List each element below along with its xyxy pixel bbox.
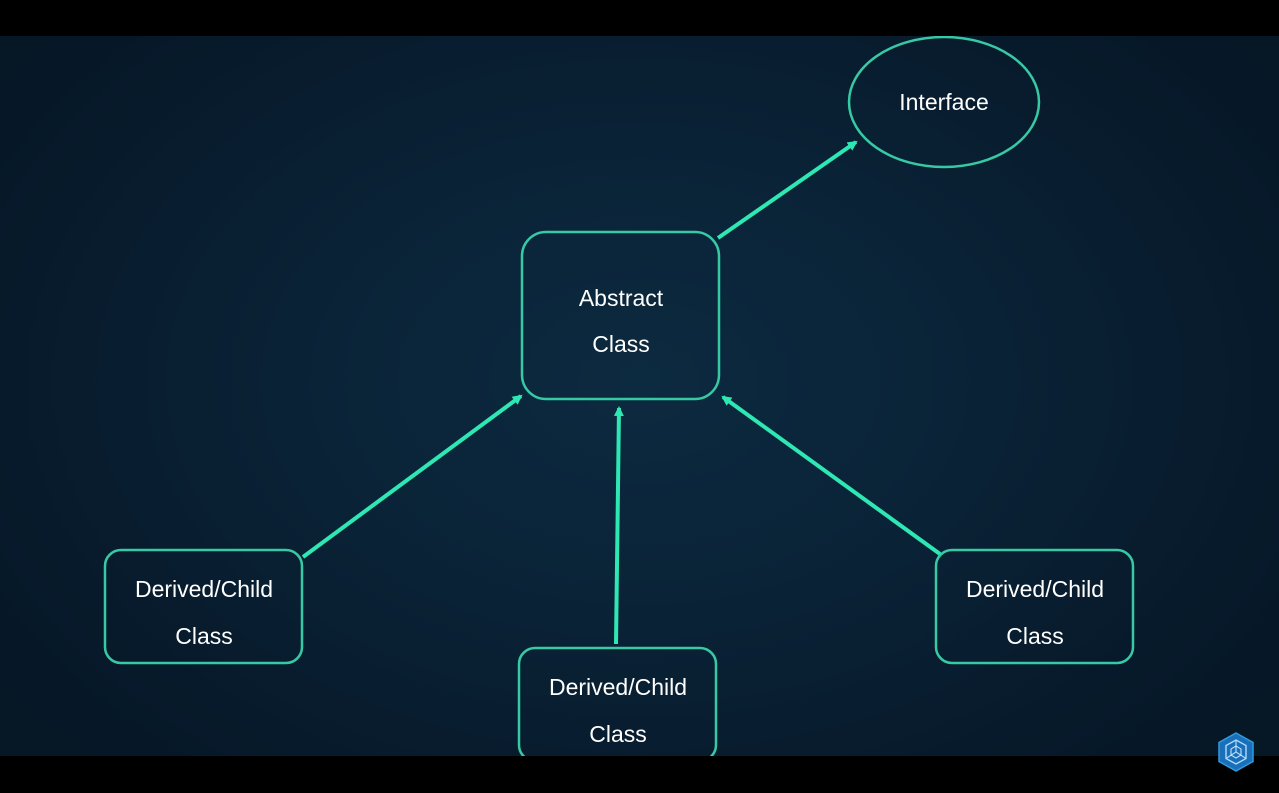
edge-center-child-to-abstract [613, 406, 624, 645]
derived-child-center-label-line2: Class [589, 721, 647, 747]
derived-child-right-label-line2: Class [1006, 623, 1064, 649]
derived-child-right-box [934, 548, 1135, 665]
node-derived-child-center: Derived/Child Class [517, 646, 718, 756]
interface-ellipse [847, 36, 1041, 169]
derived-child-center-label-line1: Derived/Child [549, 674, 687, 700]
derived-child-left-box [103, 548, 304, 665]
abstract-class-label-line2: Class [592, 331, 650, 357]
derived-child-left-label-line2: Class [175, 623, 233, 649]
letterbox-bottom [0, 756, 1279, 793]
derived-child-center-box [517, 646, 718, 756]
derived-child-left-label-line1: Derived/Child [135, 576, 273, 602]
interface-label: Interface [899, 89, 989, 115]
abstract-class-box [520, 230, 721, 401]
node-abstract-class: Abstract Class [520, 230, 721, 401]
edge-abstract-to-interface [716, 140, 858, 240]
inheritance-diagram: Interface Abstract Class Derived/Child C… [103, 36, 1135, 756]
edge-left-child-to-abstract [301, 394, 523, 559]
node-interface: Interface [847, 36, 1041, 169]
diagram-canvas: Interface Abstract Class Derived/Child C… [0, 36, 1279, 756]
hexagon-cube-logo-icon [1217, 732, 1255, 772]
node-derived-child-left: Derived/Child Class [103, 548, 304, 665]
letterbox-top [0, 0, 1279, 36]
abstract-class-label-line1: Abstract [579, 285, 664, 311]
edge-right-child-to-abstract [721, 395, 942, 556]
derived-child-right-label-line1: Derived/Child [966, 576, 1104, 602]
node-derived-child-right: Derived/Child Class [934, 548, 1135, 665]
